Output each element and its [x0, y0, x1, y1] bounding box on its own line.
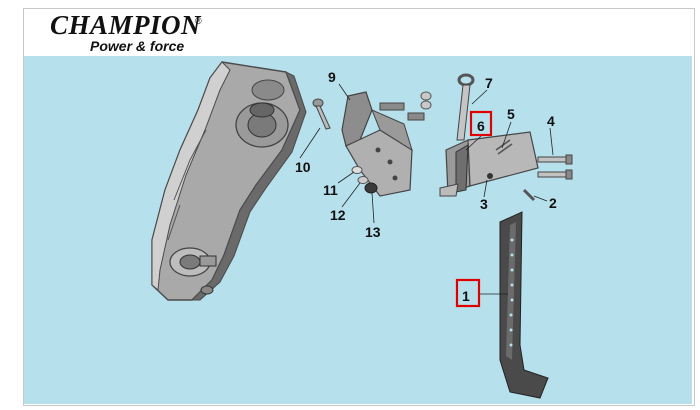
hinge-part-6 [439, 131, 539, 197]
callout-9: 9 [328, 69, 336, 85]
callout-7: 7 [485, 75, 493, 91]
brand-name: CHAMPION [50, 10, 202, 40]
callout-13: 13 [365, 224, 381, 240]
bolt-part-10 [312, 98, 331, 130]
highlight-box-1 [455, 278, 481, 308]
highlight-box-6 [469, 110, 493, 137]
tine-part-1 [499, 211, 549, 399]
pin-part-2 [522, 188, 536, 202]
bolts-part-4 [537, 154, 573, 180]
brand-tagline: Power & force [90, 38, 185, 54]
callout-11: 11 [323, 182, 338, 198]
callout-12: 12 [330, 207, 346, 223]
callout-10: 10 [295, 159, 311, 175]
gearbox-housing [151, 61, 307, 301]
washer-part-11 [351, 166, 363, 174]
header [24, 9, 692, 55]
nut-part-13 [364, 182, 378, 194]
bracket-part-9 [341, 91, 432, 197]
callout-1: 1 [462, 288, 470, 304]
callout-2: 2 [549, 195, 557, 211]
registered-mark: ® [195, 16, 202, 26]
pin-part-7 [456, 73, 475, 141]
brand-logo: CHAMPION ® Power & force [30, 10, 230, 56]
callout-5: 5 [507, 106, 515, 122]
callout-4: 4 [547, 113, 555, 129]
leader-lines [299, 83, 554, 295]
callout-3: 3 [480, 196, 488, 212]
washer-part-12 [357, 176, 369, 184]
callout-6: 6 [477, 118, 485, 134]
